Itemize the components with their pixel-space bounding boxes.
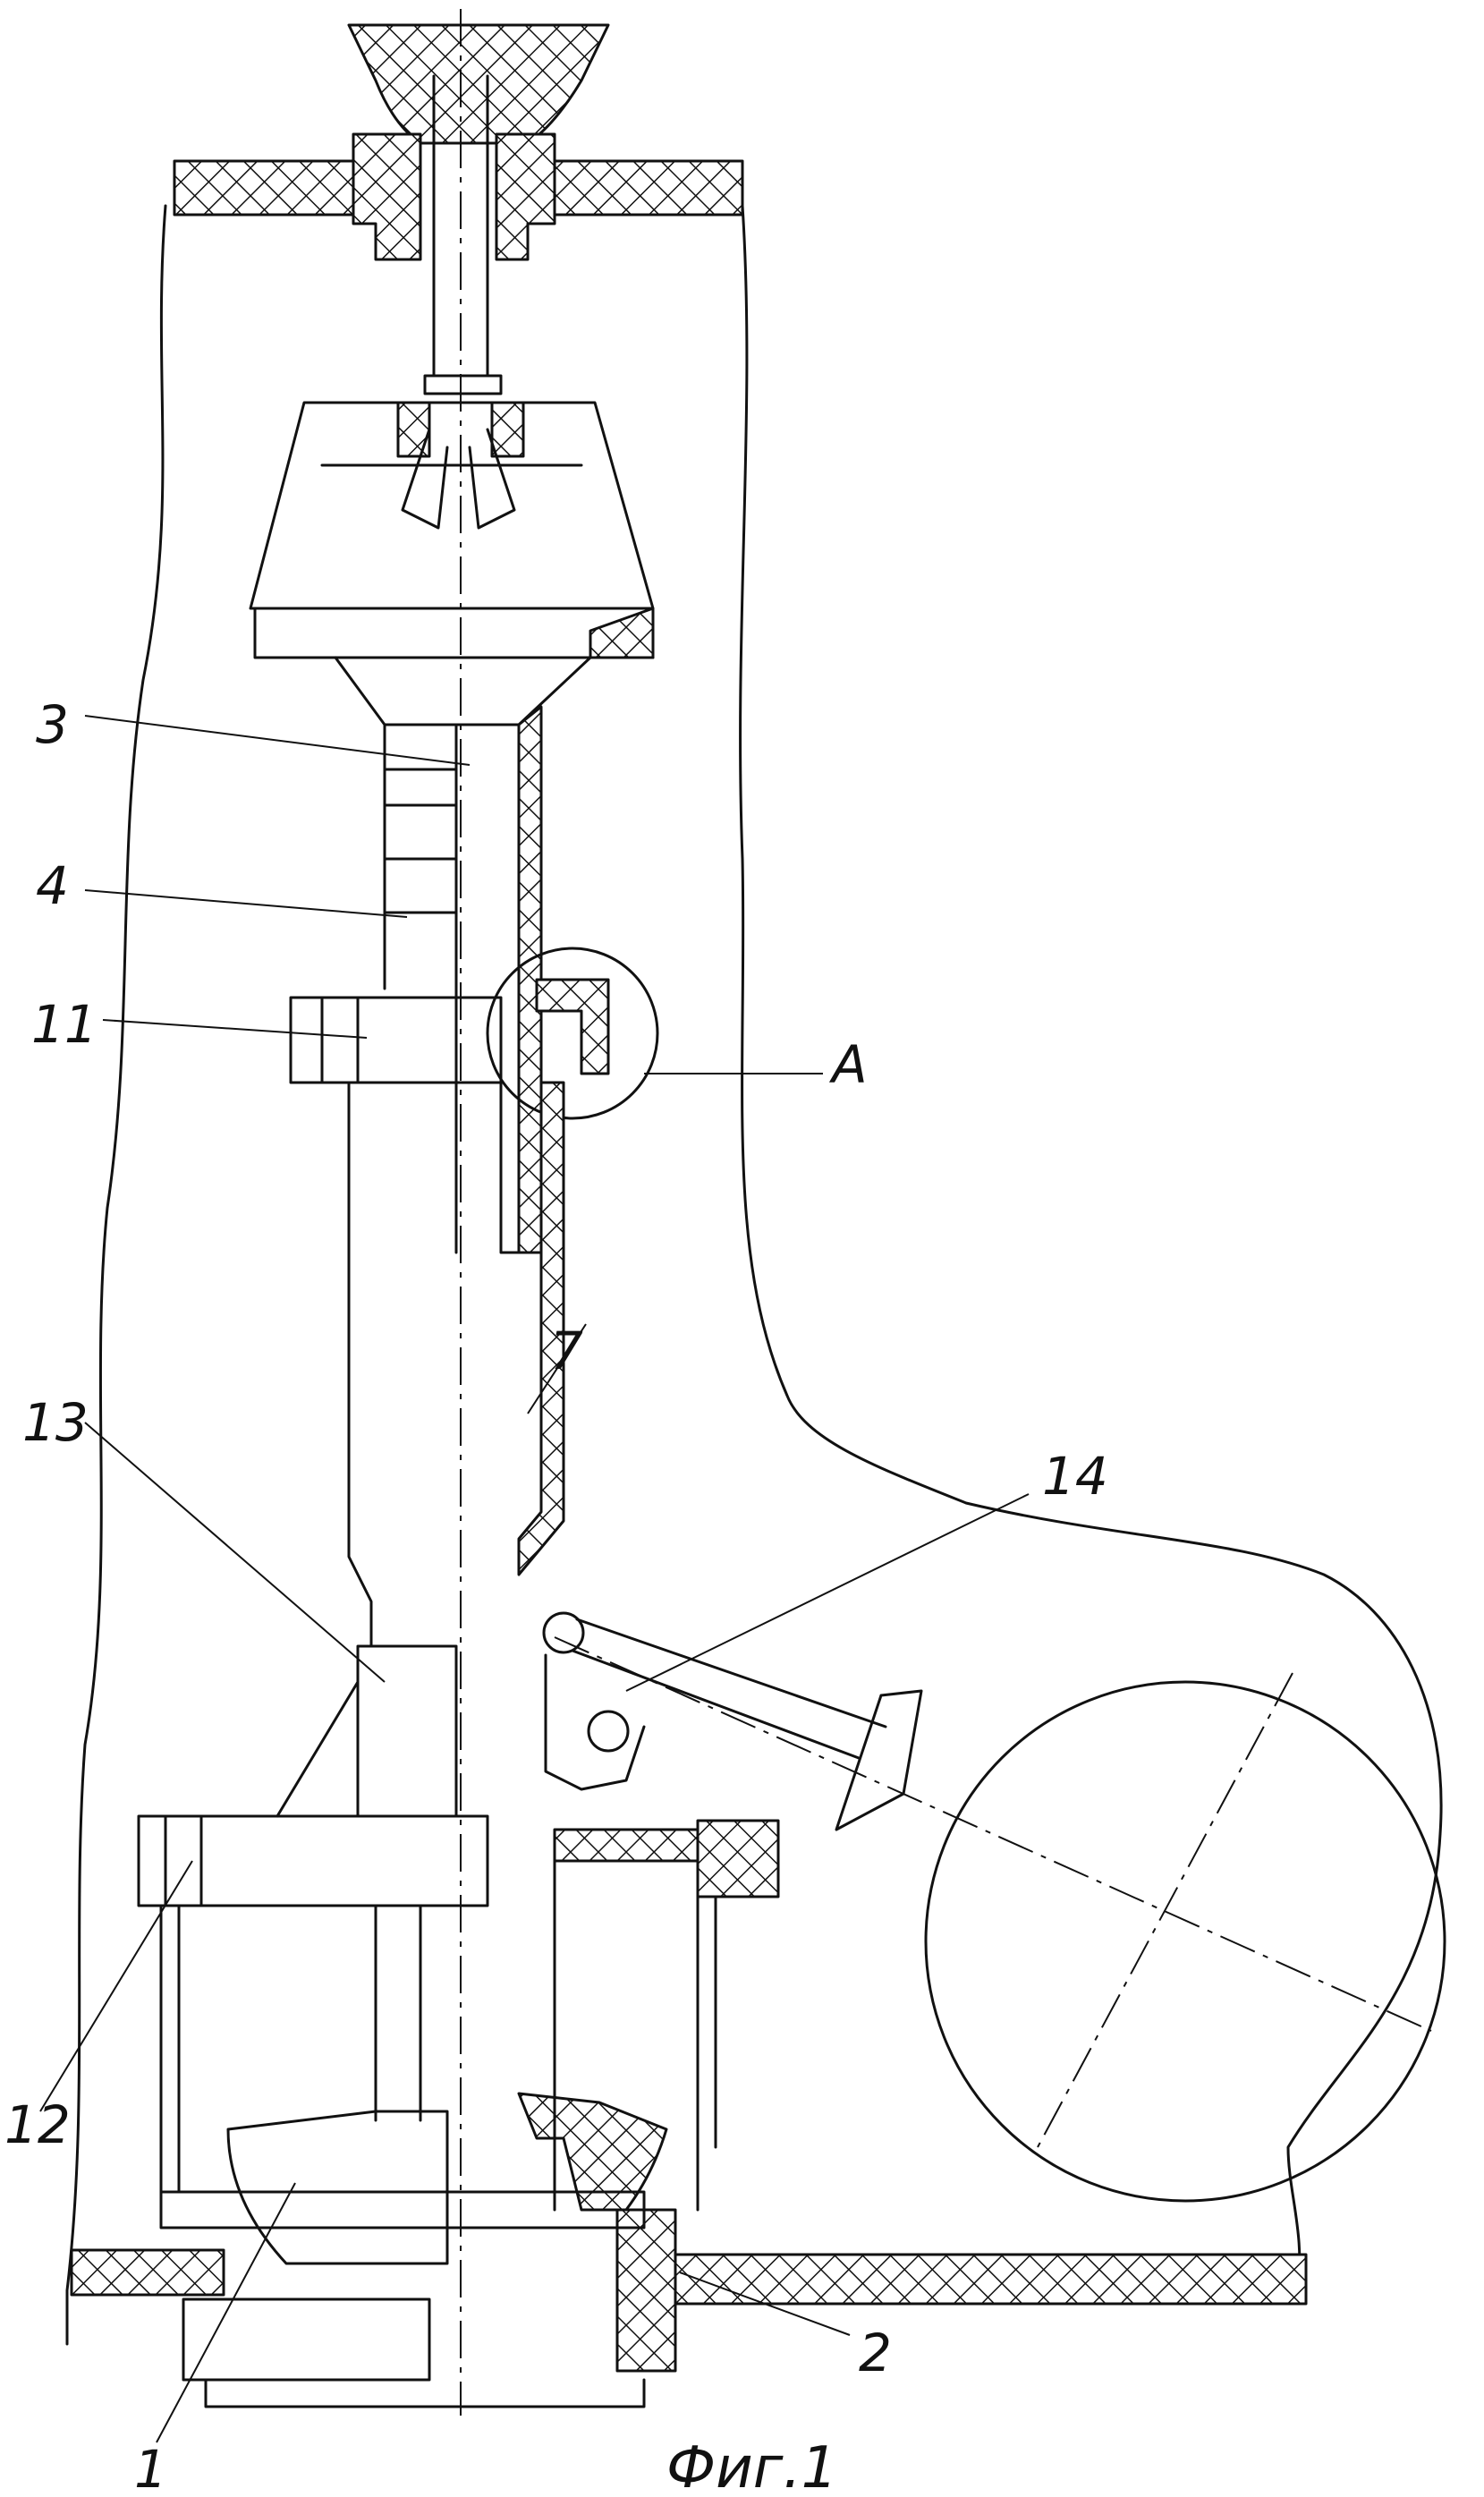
tube-7 [349, 1083, 519, 1646]
housing-collar-left [398, 403, 429, 456]
push-button-knob [349, 25, 608, 143]
label-1: 1 [134, 2439, 167, 2497]
figure-caption: Фиг.1 [666, 2435, 837, 2497]
tube-rings [385, 769, 456, 913]
leader-4 [85, 890, 407, 917]
outlet-pipe-2 [617, 2210, 675, 2371]
tank-bottom-right [675, 2255, 1306, 2304]
mechanism-housing [250, 403, 653, 658]
tank-lid [174, 161, 358, 215]
label-7: 7 [550, 1321, 583, 1381]
detail-a-hatch [537, 980, 608, 1074]
housing-flange-hatch [590, 608, 653, 658]
leader-13 [85, 1423, 385, 1682]
valve-1 [228, 2111, 447, 2263]
leader-1 [157, 2183, 295, 2442]
label-14: 14 [1042, 1446, 1108, 1507]
lid-bushing-right [496, 134, 555, 259]
label-11: 11 [31, 994, 98, 1055]
leader-3 [85, 716, 470, 765]
lid-bushing [353, 134, 420, 259]
float-ball-axis [555, 1637, 1431, 2147]
float-ball-14 [926, 1682, 1445, 2201]
float-valve-cap [698, 1821, 778, 1897]
tank-bottom-left [72, 2250, 224, 2295]
leader-12 [40, 1861, 192, 2111]
collar-11 [291, 998, 501, 1083]
valve-stem [376, 1906, 420, 2120]
bracket-13 [277, 1646, 456, 1816]
lever-pivot-lower [589, 1711, 628, 1751]
float-neck [836, 1691, 921, 1830]
label-A: A [828, 1034, 868, 1095]
housing-collar-right [492, 403, 523, 456]
leader-11 [103, 1020, 367, 1038]
plate-12 [139, 1816, 488, 2192]
label-2: 2 [859, 2323, 892, 2383]
detail-circle-a [488, 948, 657, 1118]
label-13: 13 [22, 1392, 89, 1453]
leader-14 [626, 1494, 1029, 1691]
label-4: 4 [36, 855, 69, 916]
label-12: 12 [4, 2094, 71, 2155]
funnel [335, 658, 590, 725]
label-3: 3 [36, 694, 69, 755]
tank-lid-right [546, 161, 742, 215]
